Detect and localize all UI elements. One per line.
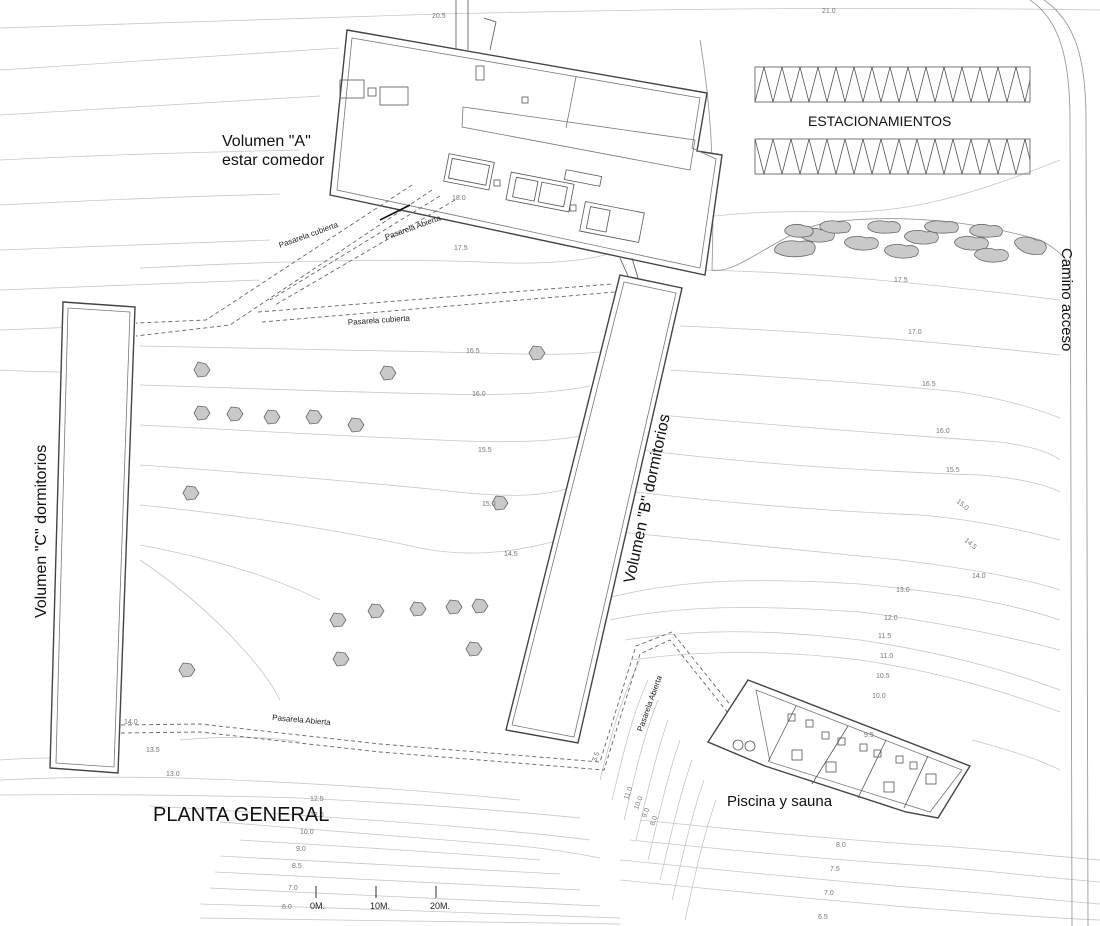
level-label: 13.5: [146, 747, 160, 754]
level-label: 15.0: [482, 501, 496, 508]
walkways: [120, 184, 737, 771]
tree-cluster: [774, 220, 1047, 263]
level-label: 9.5: [864, 732, 874, 739]
level-label: 6.5: [818, 914, 828, 921]
level-label: 17.5: [454, 245, 468, 252]
level-label: 21.0: [822, 8, 836, 15]
parking-label: ESTACIONAMIENTOS: [808, 113, 951, 129]
volume-a-label-line2: estar comedor: [222, 152, 325, 169]
level-label: 15.5: [946, 467, 960, 474]
level-label: 10.0: [633, 795, 644, 810]
level-label: 12.5: [310, 796, 324, 803]
level-label: 7.0: [288, 885, 298, 892]
level-label: 13.0: [166, 771, 180, 778]
volume-a-label-line1: Volumen "A": [222, 133, 311, 150]
site-trees: [178, 345, 546, 678]
walkway-covered-label-2: Pasarela cubierta: [348, 314, 411, 327]
walkway-open-label: Pasarela Abierta: [384, 213, 443, 242]
level-label: 8.0: [836, 842, 846, 849]
scale-label-20: 20M.: [430, 901, 450, 911]
level-label: 11.0: [880, 653, 893, 660]
pool-sauna-building: [706, 679, 972, 819]
level-label: 12.0: [310, 812, 324, 819]
level-label: 3.5: [591, 751, 601, 763]
level-label: 8.5: [292, 863, 302, 870]
volume-a-building: [329, 0, 723, 276]
level-label: 15.5: [478, 447, 492, 454]
level-label: 11.5: [878, 633, 891, 640]
level-label: 20.5: [432, 13, 446, 20]
walkway-open-label-3: Pasarela Abierta: [635, 674, 664, 733]
level-label: 13.0: [896, 587, 910, 594]
level-label: 14.5: [504, 551, 518, 558]
volume-c-building: [49, 301, 136, 774]
level-label: 16.5: [466, 348, 480, 355]
level-label: 7.0: [824, 890, 834, 897]
level-label: 9.0: [296, 846, 306, 853]
walkway-open-label-2: Pasarela Abierta: [272, 713, 332, 727]
level-label: 14.0: [124, 719, 138, 726]
level-label: 10.0: [872, 693, 886, 700]
scale-label-0: 0M.: [310, 901, 325, 911]
level-label: 17.0: [908, 329, 922, 336]
drawing-title: PLANTA GENERAL: [153, 804, 329, 826]
level-label: 12.0: [884, 615, 898, 622]
volume-b-building: [505, 257, 683, 744]
level-label: 16.0: [936, 428, 950, 435]
level-label: 7.5: [830, 866, 840, 873]
level-label: 15.0: [955, 498, 970, 512]
walkway-covered-label: Pasarela cubierta: [278, 220, 340, 250]
scale-bar: 0M. 10M. 20M.: [310, 886, 450, 911]
level-label: 8.0: [649, 815, 659, 827]
pool-sauna-label: Piscina y sauna: [727, 793, 833, 810]
level-label: 10.0: [300, 829, 314, 836]
parking-area: [754, 66, 1031, 175]
level-label: 9.0: [641, 807, 651, 819]
level-label: 6.0: [282, 904, 292, 911]
level-label: 14.0: [972, 573, 986, 580]
level-label: 16.5: [922, 381, 936, 388]
level-label: 16.0: [472, 391, 486, 398]
scale-label-10: 10M.: [370, 901, 390, 911]
level-label: 17.5: [894, 277, 908, 284]
level-label: 18.0: [452, 195, 466, 202]
level-label: 11.0: [623, 786, 634, 801]
level-label: 14.5: [963, 537, 978, 551]
volume-c-label: Volumen "C" dormitorios: [33, 445, 50, 618]
access-road-label: Camino acceso: [1058, 248, 1075, 351]
contour-lines: [0, 7, 1100, 925]
level-label: 10.5: [876, 673, 890, 680]
